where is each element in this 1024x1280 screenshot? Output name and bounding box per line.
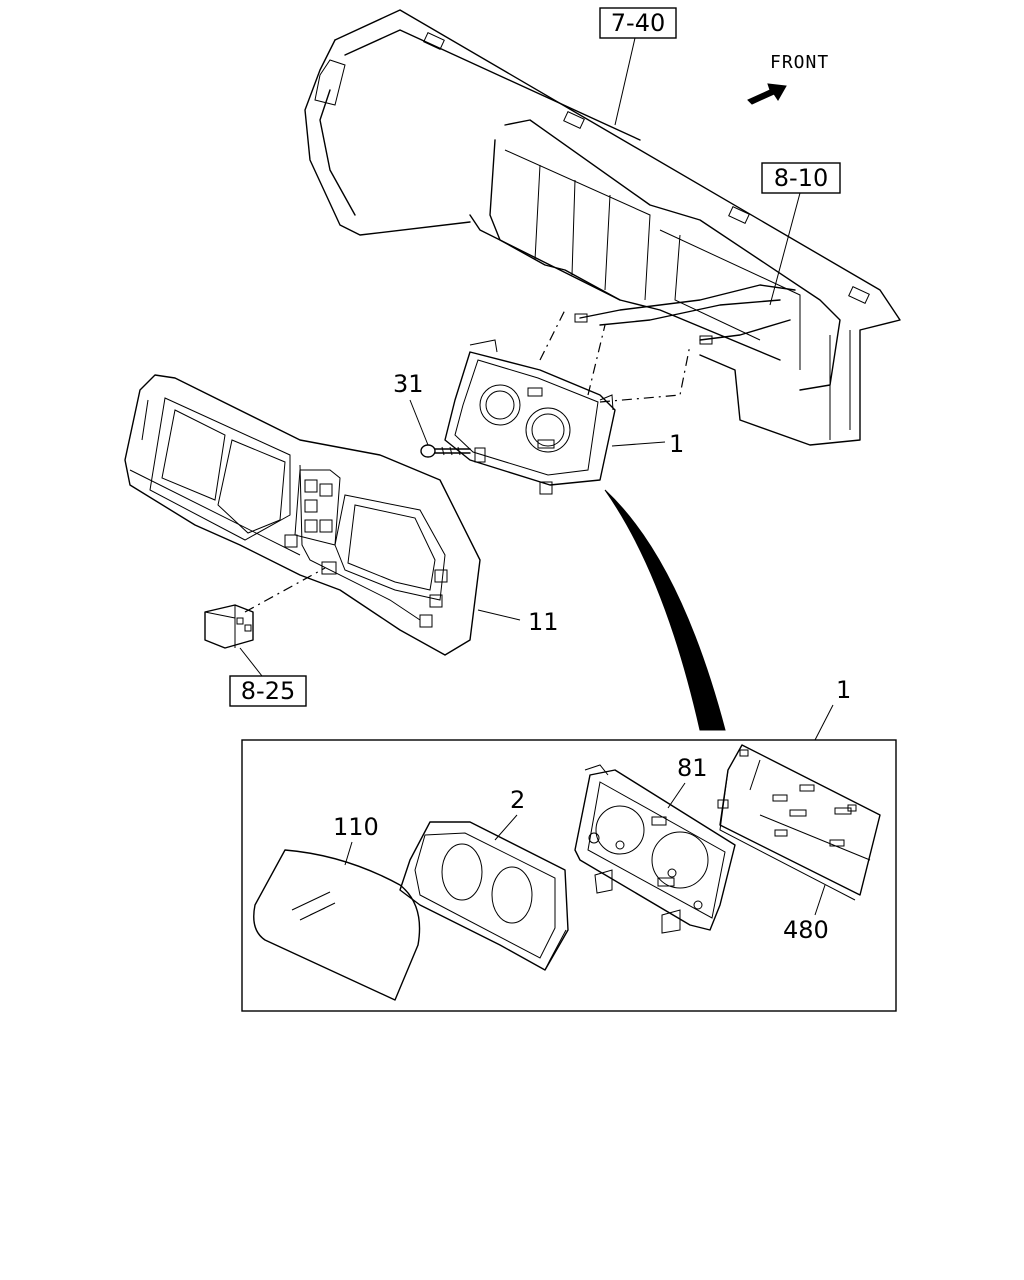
cluster-bezel [124, 374, 481, 656]
callout-glass-lens: 110 [333, 813, 379, 841]
dial-face [574, 764, 736, 934]
switch-part [204, 567, 326, 649]
callout-circuit-board: 480 [783, 916, 829, 944]
screw: 31 [393, 370, 471, 458]
dashboard-panel [304, 9, 901, 446]
front-direction: FRONT [747, 52, 829, 105]
front-label: FRONT [770, 52, 829, 73]
callout-inner-bezel: 2 [510, 786, 525, 814]
ref-dash-panel-label: 7-40 [611, 9, 665, 37]
ref-dash-panel: 7-40 [599, 7, 677, 126]
ref-harness-label: 8-10 [774, 164, 828, 192]
ref-harness: 8-10 [761, 162, 841, 306]
wiring-harness [574, 284, 796, 345]
detail-box [241, 739, 897, 1012]
inner-bezel [399, 821, 569, 971]
callout-dial-face: 81 [677, 754, 708, 782]
glass-lens [253, 849, 421, 1001]
meter-assembly [444, 339, 616, 495]
callout-meter-assembly: 1 [669, 430, 684, 458]
detail-arrow [604, 489, 726, 731]
callout-detail-assembly: 1 [836, 676, 851, 704]
front-arrow-icon [747, 83, 787, 105]
ref-switch: 8-25 [229, 675, 307, 707]
callout-screw: 31 [393, 370, 424, 398]
ref-switch-label: 8-25 [241, 677, 295, 705]
circuit-board [717, 744, 881, 901]
callout-cluster-bezel: 11 [528, 608, 559, 636]
